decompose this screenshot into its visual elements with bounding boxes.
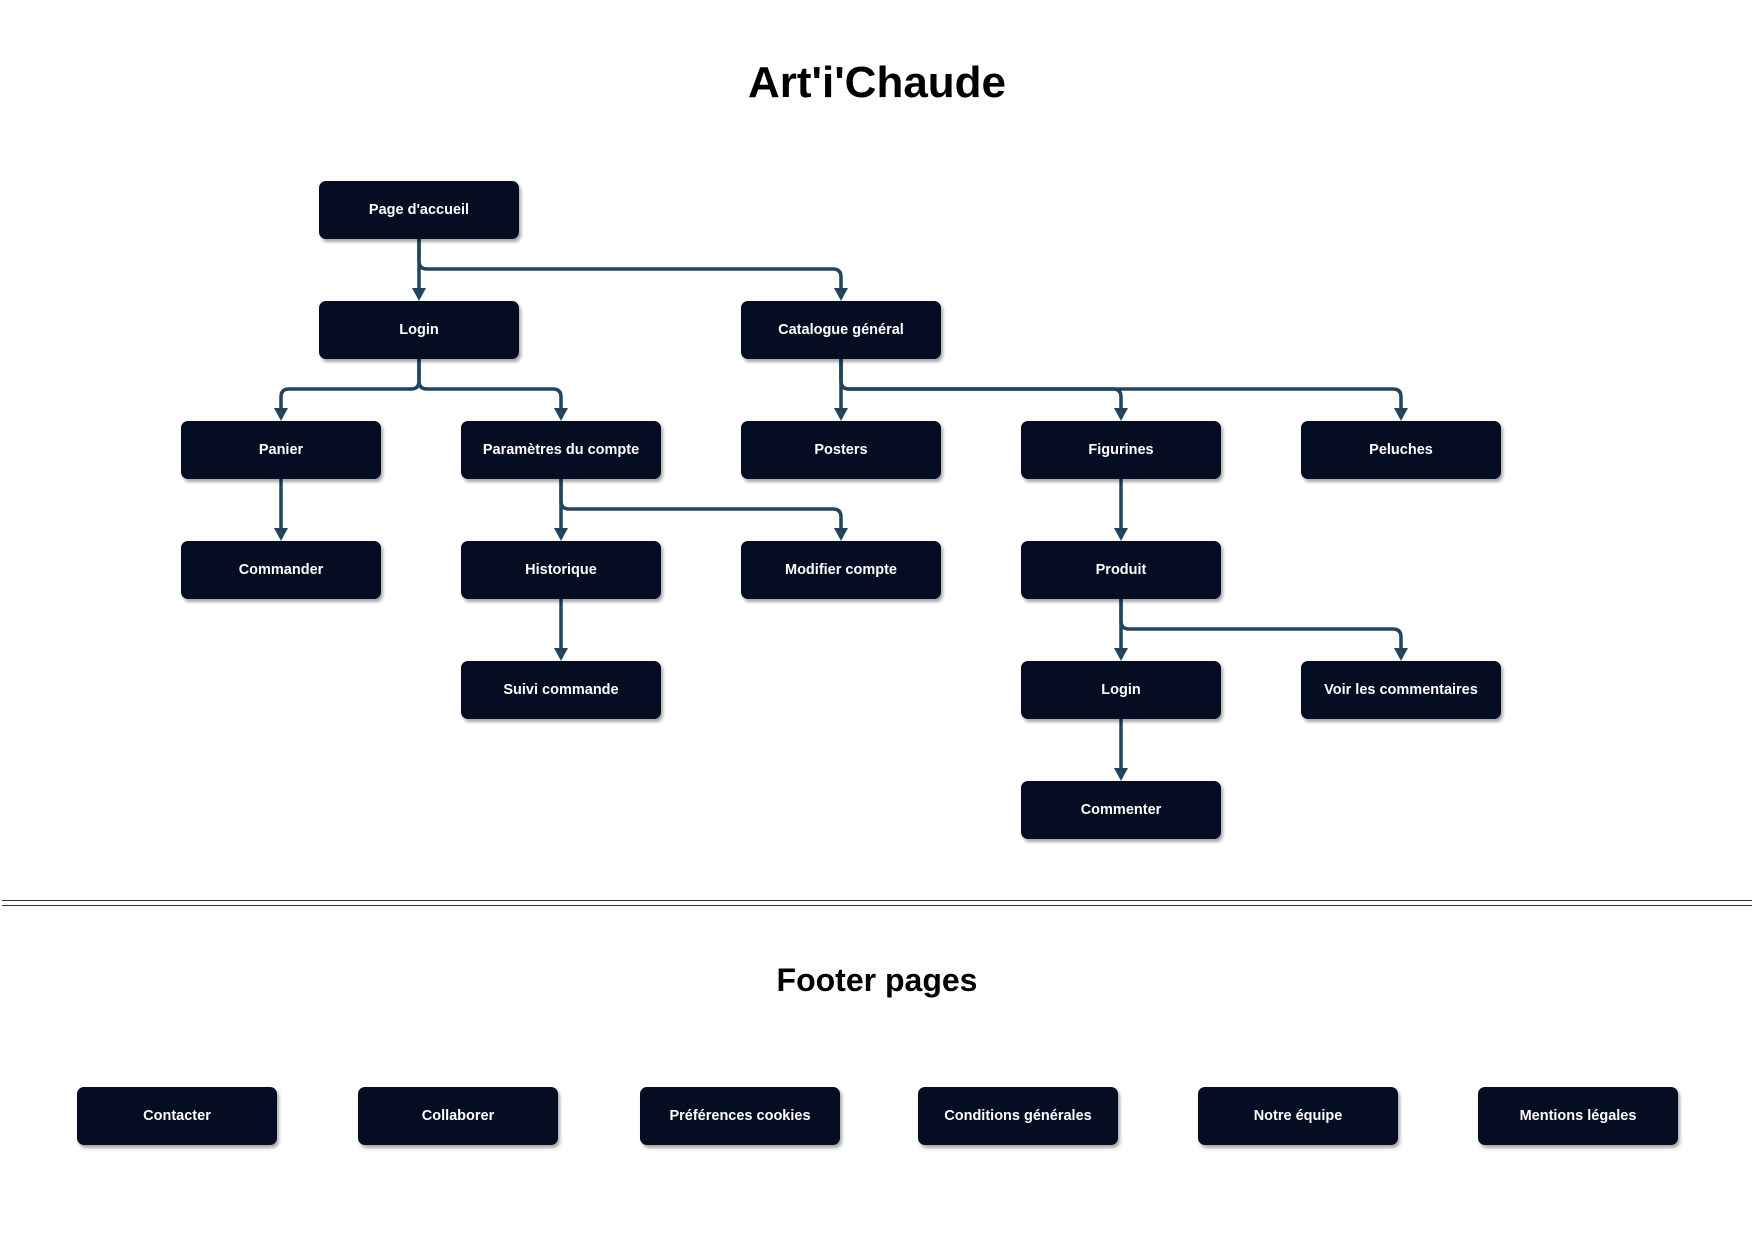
node-history[interactable]: Historique (461, 541, 661, 599)
node-product-login[interactable]: Login (1021, 661, 1221, 719)
footer-item-cookie-preferences[interactable]: Préférences cookies (640, 1087, 840, 1145)
footer-item-terms[interactable]: Conditions générales (918, 1087, 1118, 1145)
node-figurines[interactable]: Figurines (1021, 421, 1221, 479)
connector-home-to-catalog (417, 237, 843, 291)
arrowhead-icon (1394, 648, 1408, 661)
node-order[interactable]: Commander (181, 541, 381, 599)
footer-item-legal-notice[interactable]: Mentions légales (1478, 1087, 1678, 1145)
connector-catalog-to-plush (839, 357, 1403, 411)
arrowhead-icon (274, 408, 288, 421)
arrowhead-icon (834, 408, 848, 421)
footer-section-title: Footer pages (776, 962, 978, 998)
arrowhead-icon (412, 288, 426, 301)
connector-catalog-to-figurines (839, 357, 1123, 411)
arrowhead-icon (1114, 648, 1128, 661)
node-plush[interactable]: Peluches (1301, 421, 1501, 479)
node-cart[interactable]: Panier (181, 421, 381, 479)
arrowhead-icon (834, 288, 848, 301)
connector-login-to-account_settings (417, 357, 563, 411)
node-edit-account[interactable]: Modifier compte (741, 541, 941, 599)
arrowhead-icon (274, 528, 288, 541)
node-comment[interactable]: Commenter (1021, 781, 1221, 839)
footer-item-contact[interactable]: Contacter (77, 1087, 277, 1145)
node-posters[interactable]: Posters (741, 421, 941, 479)
node-account-settings[interactable]: Paramètres du compte (461, 421, 661, 479)
connector-product-to-view_comments (1119, 597, 1403, 651)
footer-item-team[interactable]: Notre équipe (1198, 1087, 1398, 1145)
arrowhead-icon (834, 528, 848, 541)
arrowhead-icon (1114, 768, 1128, 781)
section-divider-top (2, 900, 1752, 901)
arrowhead-icon (1394, 408, 1408, 421)
connector-login-to-cart (279, 357, 421, 411)
node-catalog[interactable]: Catalogue général (741, 301, 941, 359)
arrowhead-icon (554, 528, 568, 541)
footer-item-collaborate[interactable]: Collaborer (358, 1087, 558, 1145)
arrowhead-icon (554, 408, 568, 421)
node-order-tracking[interactable]: Suivi commande (461, 661, 661, 719)
node-view-comments[interactable]: Voir les commentaires (1301, 661, 1501, 719)
arrowhead-icon (1114, 528, 1128, 541)
diagram-title: Art'i'Chaude (747, 58, 1007, 107)
node-product[interactable]: Produit (1021, 541, 1221, 599)
node-login[interactable]: Login (319, 301, 519, 359)
arrowhead-icon (1114, 408, 1128, 421)
connector-account_settings-to-edit_account (559, 477, 843, 531)
node-home[interactable]: Page d'accueil (319, 181, 519, 239)
arrowhead-icon (554, 648, 568, 661)
section-divider-bottom (2, 905, 1752, 906)
